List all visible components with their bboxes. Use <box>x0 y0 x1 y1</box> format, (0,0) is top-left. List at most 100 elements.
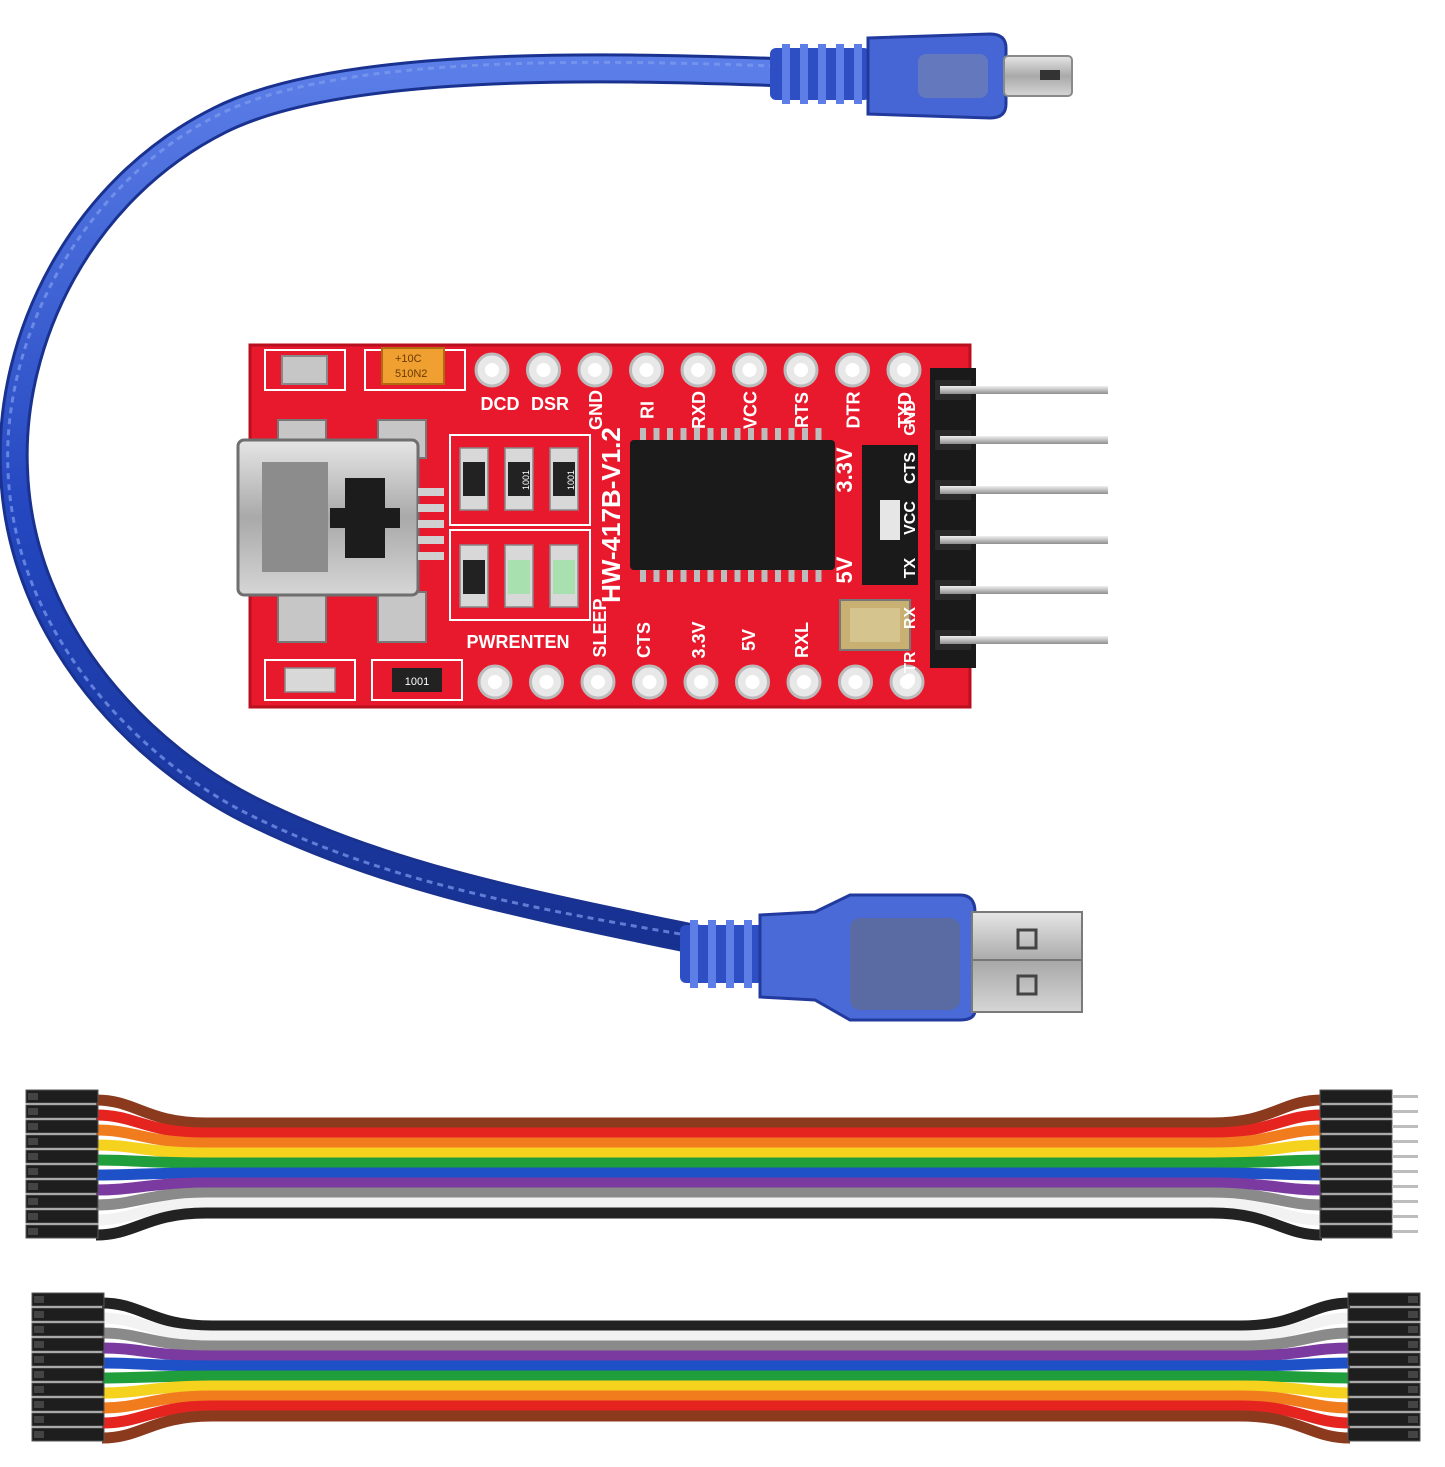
header-pin <box>940 536 1108 544</box>
top-pin-label: GND <box>586 390 606 430</box>
header-label: GND <box>902 400 919 436</box>
header-pin <box>940 636 1108 644</box>
top-pin-label: RTS <box>792 392 812 428</box>
dupont-connector <box>1319 1224 1393 1239</box>
male-pin <box>1392 1215 1418 1218</box>
header-label: RX <box>902 607 919 630</box>
smd-components-bottom: 1001 <box>264 659 463 701</box>
bottom-pin-label: PWRENTEN <box>467 632 570 652</box>
male-pin <box>1392 1230 1418 1233</box>
dupont-connector <box>25 1209 99 1224</box>
dupont-connector <box>31 1367 105 1382</box>
dupont-connector <box>25 1224 99 1239</box>
chip-pin <box>775 566 781 582</box>
header-label: DTR <box>902 651 919 684</box>
dupont-connector <box>25 1134 99 1149</box>
male-pin <box>1392 1170 1418 1173</box>
ftdi-chip: HW-417B-V1.2 <box>596 427 835 603</box>
dupont-connector <box>25 1149 99 1164</box>
jumper-wire <box>101 1342 1351 1362</box>
top-pin-label: DTR <box>844 392 864 429</box>
chip-pin <box>788 566 795 582</box>
chip-pin <box>775 428 781 444</box>
chip-pin <box>815 428 822 444</box>
bottom-pin-holes <box>477 664 925 700</box>
dupont-connector <box>31 1427 105 1442</box>
chip-pin <box>788 428 795 444</box>
usb-cable <box>0 32 1083 1022</box>
dupont-connector <box>1319 1104 1393 1119</box>
chip-pin <box>667 428 673 444</box>
jumper-wire <box>101 1390 1351 1414</box>
header-label: CTS <box>902 452 919 484</box>
chip-pin <box>707 566 714 582</box>
chip-pin <box>680 566 687 582</box>
jumper-wire <box>95 1167 1323 1181</box>
dupont-connector <box>1319 1194 1393 1209</box>
dupont-connector <box>31 1307 105 1322</box>
dupont-connector <box>1319 1209 1393 1224</box>
header-pin <box>940 436 1108 444</box>
dupont-connector <box>1347 1292 1421 1307</box>
dupont-connector <box>1319 1149 1393 1164</box>
jumper-wire <box>101 1327 1351 1352</box>
dupont-connector <box>1319 1119 1393 1134</box>
male-pin <box>1392 1095 1418 1098</box>
jumper-wire <box>101 1400 1351 1429</box>
jumper-wire <box>95 1187 1323 1211</box>
jumper-wire <box>101 1370 1351 1384</box>
mini-usb-socket <box>236 419 444 643</box>
svg-text:1001: 1001 <box>521 470 531 490</box>
header-housing <box>930 368 976 668</box>
jumper-wire <box>95 1154 1323 1169</box>
jumper-wire <box>95 1207 1323 1241</box>
male-pin <box>1392 1155 1418 1158</box>
header-label: VCC <box>902 501 919 535</box>
svg-text:3.3V: 3.3V <box>832 447 857 493</box>
chip-pin <box>721 428 727 444</box>
dupont-connector <box>31 1382 105 1397</box>
top-pin-label: TXD <box>895 392 915 428</box>
jumper-wire <box>95 1177 1323 1196</box>
dupont-connector <box>25 1194 99 1209</box>
dupont-connector <box>25 1164 99 1179</box>
top-pin-label: DSR <box>531 394 569 414</box>
chip-pin <box>748 566 754 582</box>
chip-pin <box>640 428 646 444</box>
jumper-wire <box>95 1139 1323 1159</box>
jumper-wire-ribbon-bottom <box>31 1292 1421 1444</box>
chip-pin <box>640 566 646 582</box>
dupont-connector <box>1319 1134 1393 1149</box>
bottom-pin-label: SLEEP <box>590 598 610 657</box>
jumper-wire <box>101 1357 1351 1372</box>
mini-usb-plug <box>770 32 1073 120</box>
svg-text:510N2: 510N2 <box>395 368 427 380</box>
usb-a-plug <box>680 893 1083 1022</box>
chip-pin <box>707 428 714 444</box>
dupont-connector <box>1347 1337 1421 1352</box>
dupont-connector <box>1347 1352 1421 1367</box>
svg-text:5V: 5V <box>832 556 857 583</box>
voltage-jumper: 3.3V 5V <box>832 445 918 585</box>
top-pin-label: VCC <box>741 391 761 429</box>
dupont-connector <box>31 1292 105 1307</box>
dupont-connector <box>25 1089 99 1104</box>
chip-pin <box>694 428 700 444</box>
chip-pin <box>667 566 673 582</box>
dupont-connector <box>25 1104 99 1119</box>
svg-text:+10C: +10C <box>395 353 422 365</box>
chip-pin <box>680 428 687 444</box>
jumper-wire <box>101 1380 1351 1399</box>
dupont-connector <box>1319 1089 1393 1104</box>
dupont-connector <box>1347 1397 1421 1412</box>
chip-pin <box>802 428 808 444</box>
chip-pin <box>815 566 822 582</box>
dupont-connector <box>25 1119 99 1134</box>
chip-pin <box>748 428 754 444</box>
dupont-connector <box>1347 1412 1421 1427</box>
